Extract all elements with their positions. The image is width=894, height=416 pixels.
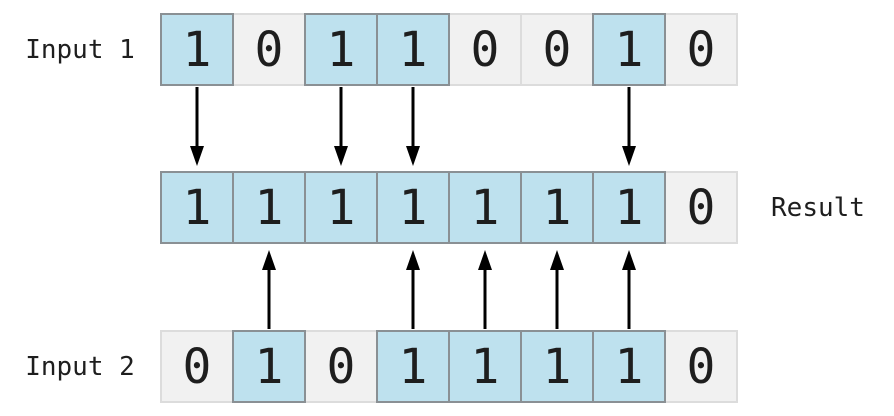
or-arrow-up [406,250,420,329]
or-arrow-down [190,87,204,166]
input1-label: Input 1 [25,34,135,65]
input1-bit-cell: 0 [520,13,594,86]
input2-label: Input 2 [25,351,135,382]
result-bit-cell: 1 [592,171,666,244]
or-arrow-down [406,87,420,166]
input2-bit-cell: 1 [376,330,450,403]
or-arrow-up [550,250,564,329]
input1-bit-cell: 0 [664,13,738,86]
input2-bit-cell: 1 [520,330,594,403]
result-bit-cell: 0 [664,171,738,244]
result-bit-cell: 1 [376,171,450,244]
input1-bit-cell: 0 [232,13,306,86]
result-bit-cell: 1 [520,171,594,244]
or-arrow-up [622,250,636,329]
input1-bit-cell: 1 [376,13,450,86]
input2-bit-cell: 1 [232,330,306,403]
or-arrow-down [334,87,348,166]
input1-bit-cell: 1 [304,13,378,86]
input2-bit-cell: 0 [664,330,738,403]
result-bit-cell: 1 [304,171,378,244]
input1-bit-cell: 1 [592,13,666,86]
result-label: Result [771,192,865,223]
input1-bit-cell: 0 [448,13,522,86]
input1-bit-cell: 1 [160,13,234,86]
result-bit-cell: 1 [160,171,234,244]
input2-bit-cell: 0 [160,330,234,403]
input2-bit-cell: 0 [304,330,378,403]
result-bit-cell: 1 [232,171,306,244]
input2-bit-cell: 1 [448,330,522,403]
input2-bit-cell: 1 [592,330,666,403]
or-arrow-up [262,250,276,329]
or-arrow-up [478,250,492,329]
result-bit-cell: 1 [448,171,522,244]
or-arrow-down [622,87,636,166]
